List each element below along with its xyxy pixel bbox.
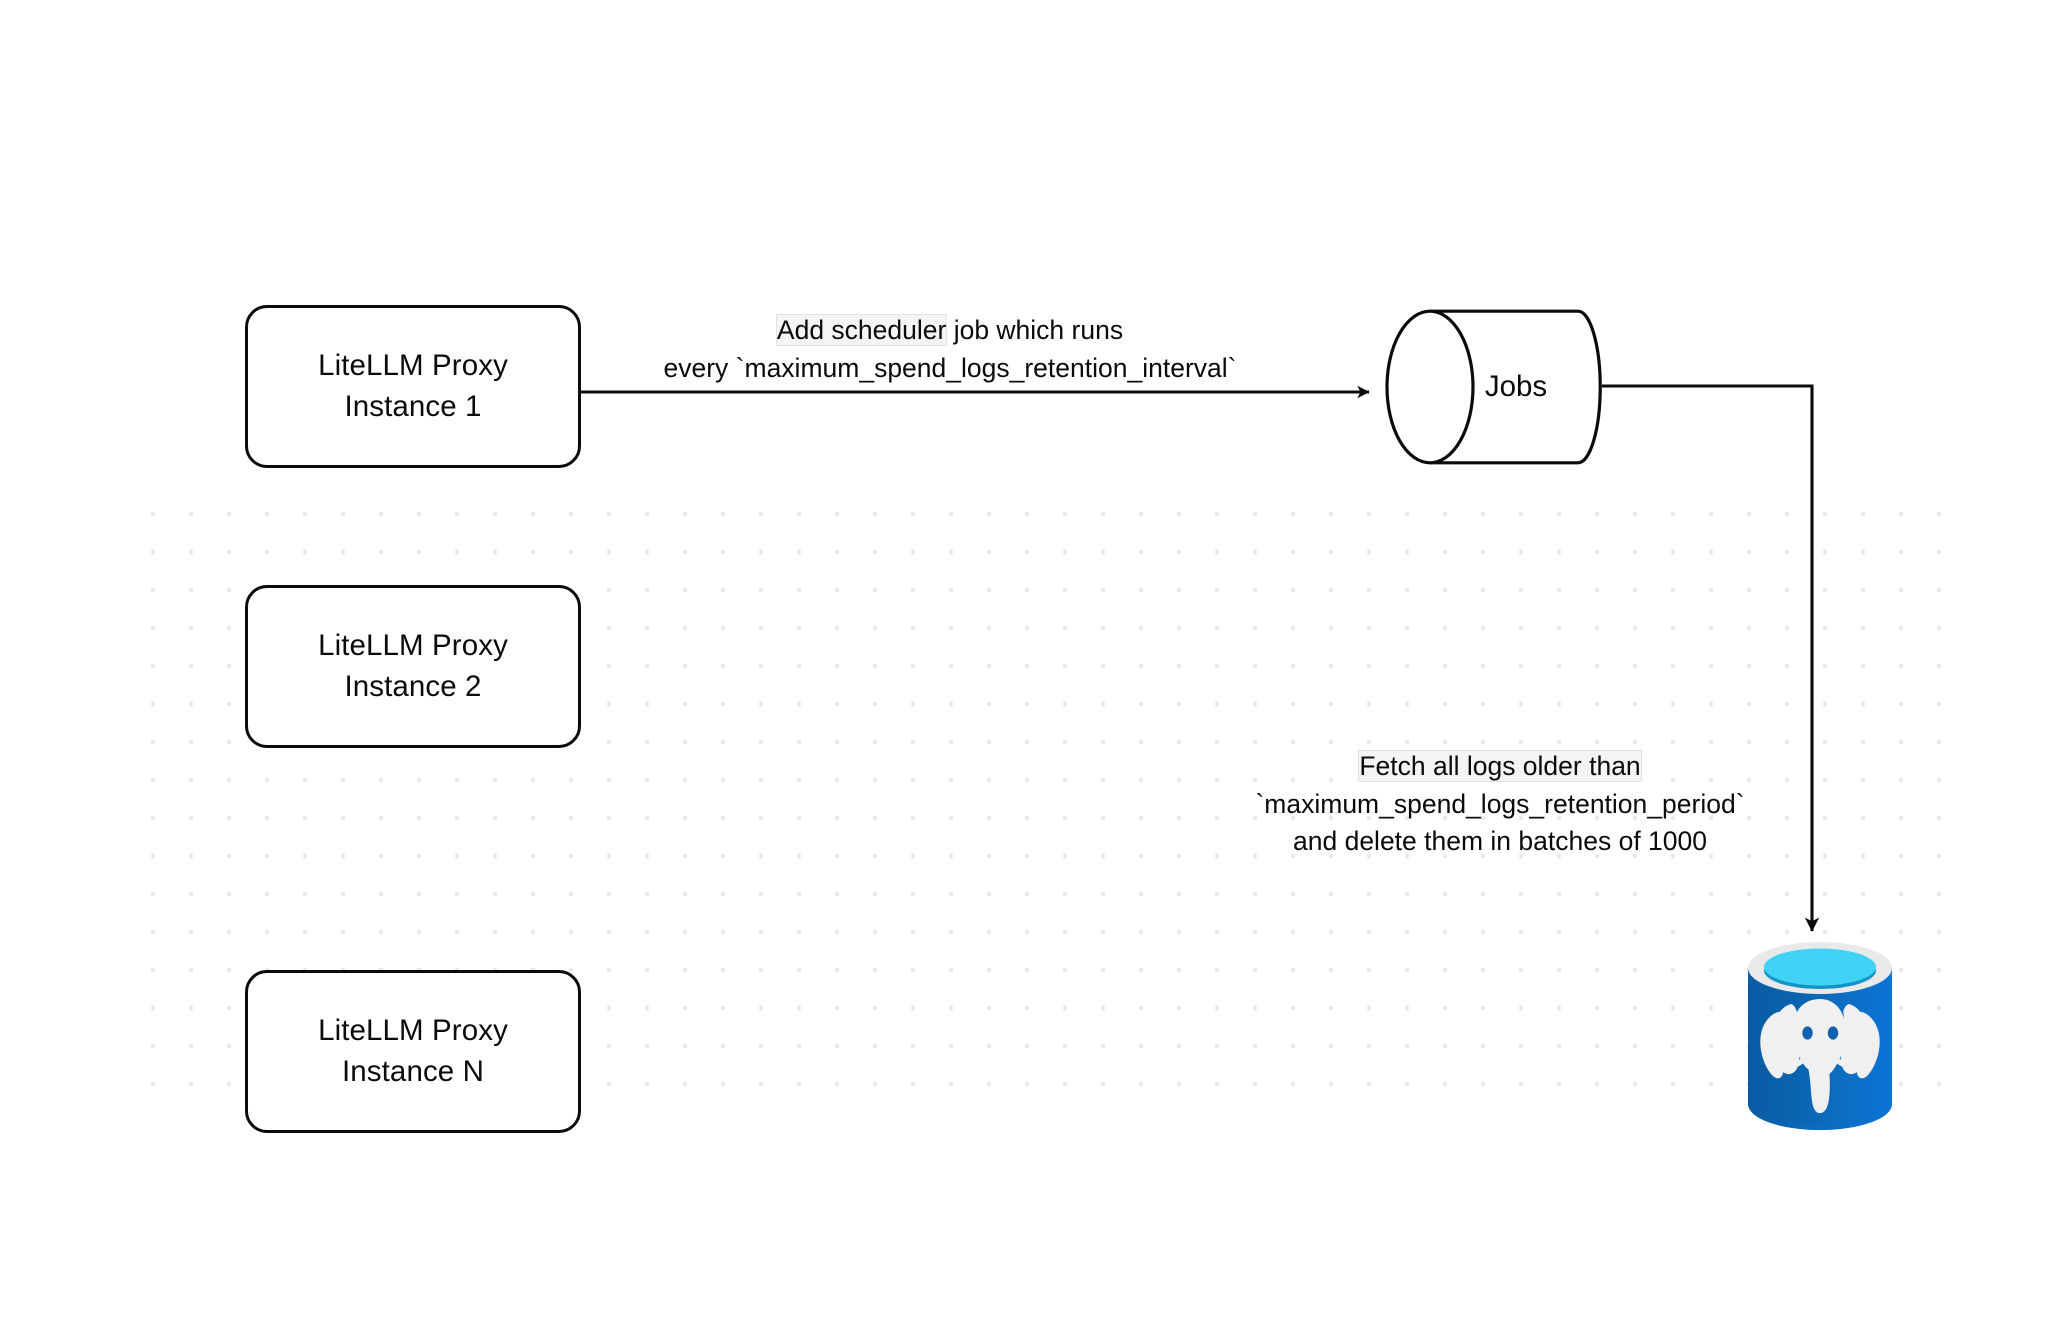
node-jobs-queue[interactable]: Jobs bbox=[1384, 308, 1602, 466]
edge-label-cleanup-line1-highlight: Fetch all logs older than bbox=[1359, 751, 1641, 781]
edge-label-scheduler: Add scheduler job which runs every `maxi… bbox=[600, 312, 1300, 387]
node-label-line1: LiteLLM Proxy bbox=[318, 349, 508, 383]
edge-label-cleanup: Fetch all logs older than `maximum_spend… bbox=[1240, 748, 1760, 861]
node-label-line1: LiteLLM Proxy bbox=[318, 629, 508, 663]
edge-label-cleanup-line1: Fetch all logs older than bbox=[1240, 748, 1760, 786]
node-label-jobs: Jobs bbox=[1484, 370, 1548, 403]
node-litellm-proxy-instance-2[interactable]: LiteLLM Proxy Instance 2 bbox=[245, 585, 581, 748]
edge-label-scheduler-line1: Add scheduler job which runs bbox=[600, 312, 1300, 350]
edge-label-cleanup-line3: and delete them in batches of 1000 bbox=[1293, 826, 1707, 857]
node-label-line2: Instance N bbox=[341, 1054, 485, 1088]
node-label-line1: LiteLLM Proxy bbox=[318, 1014, 508, 1048]
edge-label-scheduler-line1-highlight: Add scheduler bbox=[776, 315, 947, 345]
edge-label-scheduler-line1-rest: job which runs bbox=[946, 315, 1124, 345]
edge-label-cleanup-line2: `maximum_spend_logs_retention_period` bbox=[1255, 788, 1745, 819]
cylinder-shape bbox=[1385, 309, 1602, 465]
postgresql-database-icon bbox=[1748, 942, 1892, 1130]
node-litellm-proxy-instance-n[interactable]: LiteLLM Proxy Instance N bbox=[245, 970, 581, 1133]
node-litellm-proxy-instance-1[interactable]: LiteLLM Proxy Instance 1 bbox=[245, 305, 581, 468]
node-label-line2: Instance 2 bbox=[344, 669, 482, 703]
node-label-line2: Instance 1 bbox=[344, 389, 482, 423]
edge-label-scheduler-line2: every `maximum_spend_logs_retention_inte… bbox=[663, 352, 1237, 383]
node-postgres-database[interactable] bbox=[1745, 938, 1895, 1134]
